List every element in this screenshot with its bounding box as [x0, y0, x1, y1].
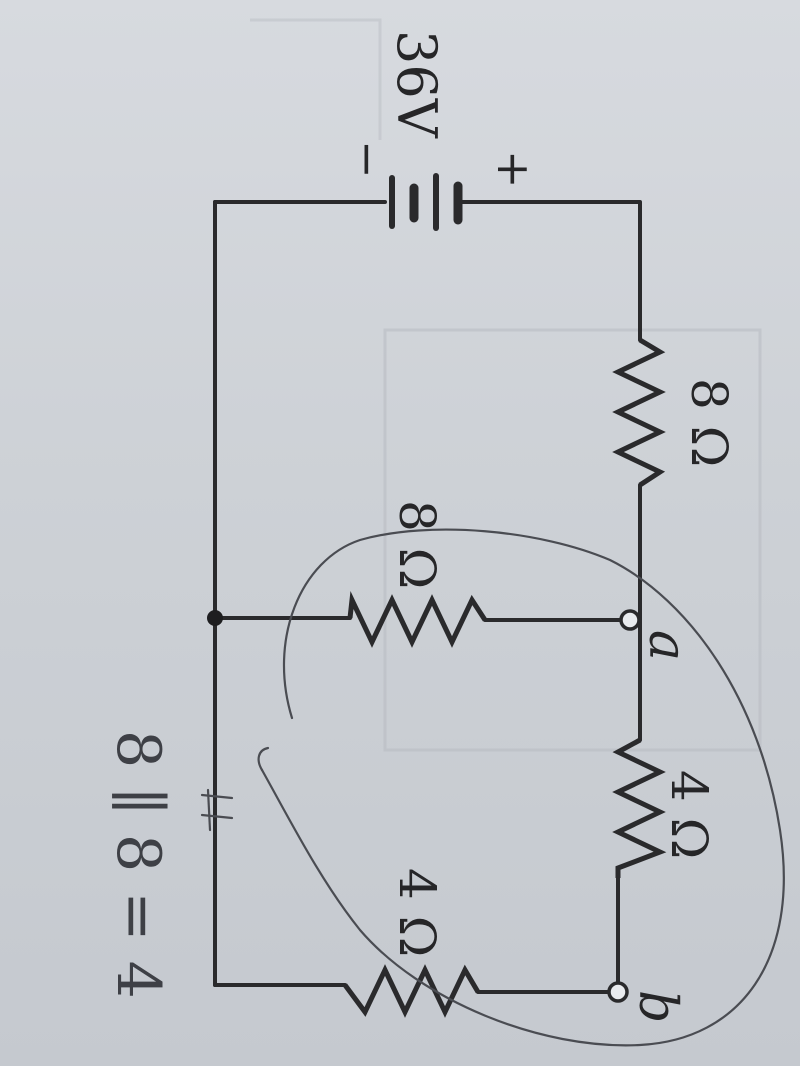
- node-a-label: a: [637, 630, 697, 661]
- battery: [389, 173, 463, 231]
- battery-minus: −: [341, 140, 395, 179]
- pencil-tick-2: [200, 813, 234, 820]
- r3-label: 4 Ω: [660, 770, 718, 859]
- pencil-tick-1: [200, 793, 234, 800]
- resistor-r4: [342, 964, 481, 1018]
- handwritten-note: 8 ∥ 8 = 4: [103, 730, 173, 999]
- node-b: [607, 981, 629, 1003]
- resistor-r3: [612, 737, 667, 878]
- resistor-r2: [347, 591, 488, 648]
- node-b-label: b: [627, 990, 687, 1023]
- voltage-label: 36V: [385, 30, 448, 139]
- resistor-r1: [612, 337, 666, 488]
- r2-label: 8 Ω: [388, 500, 446, 589]
- pencil-annotations: [200, 528, 785, 1047]
- pencil-hook: [257, 746, 270, 772]
- pencil-loop: [260, 528, 785, 1047]
- pencil-tick-3: [206, 788, 212, 832]
- show-through: [250, 18, 762, 752]
- junction-dot: [207, 610, 223, 626]
- battery-plus: +: [487, 150, 541, 189]
- wires: [213, 200, 642, 994]
- r1-label: 8 Ω: [680, 378, 738, 467]
- wire-top-left: [456, 200, 642, 342]
- node-a: [619, 609, 641, 631]
- r4-label: 4 Ω: [388, 868, 446, 957]
